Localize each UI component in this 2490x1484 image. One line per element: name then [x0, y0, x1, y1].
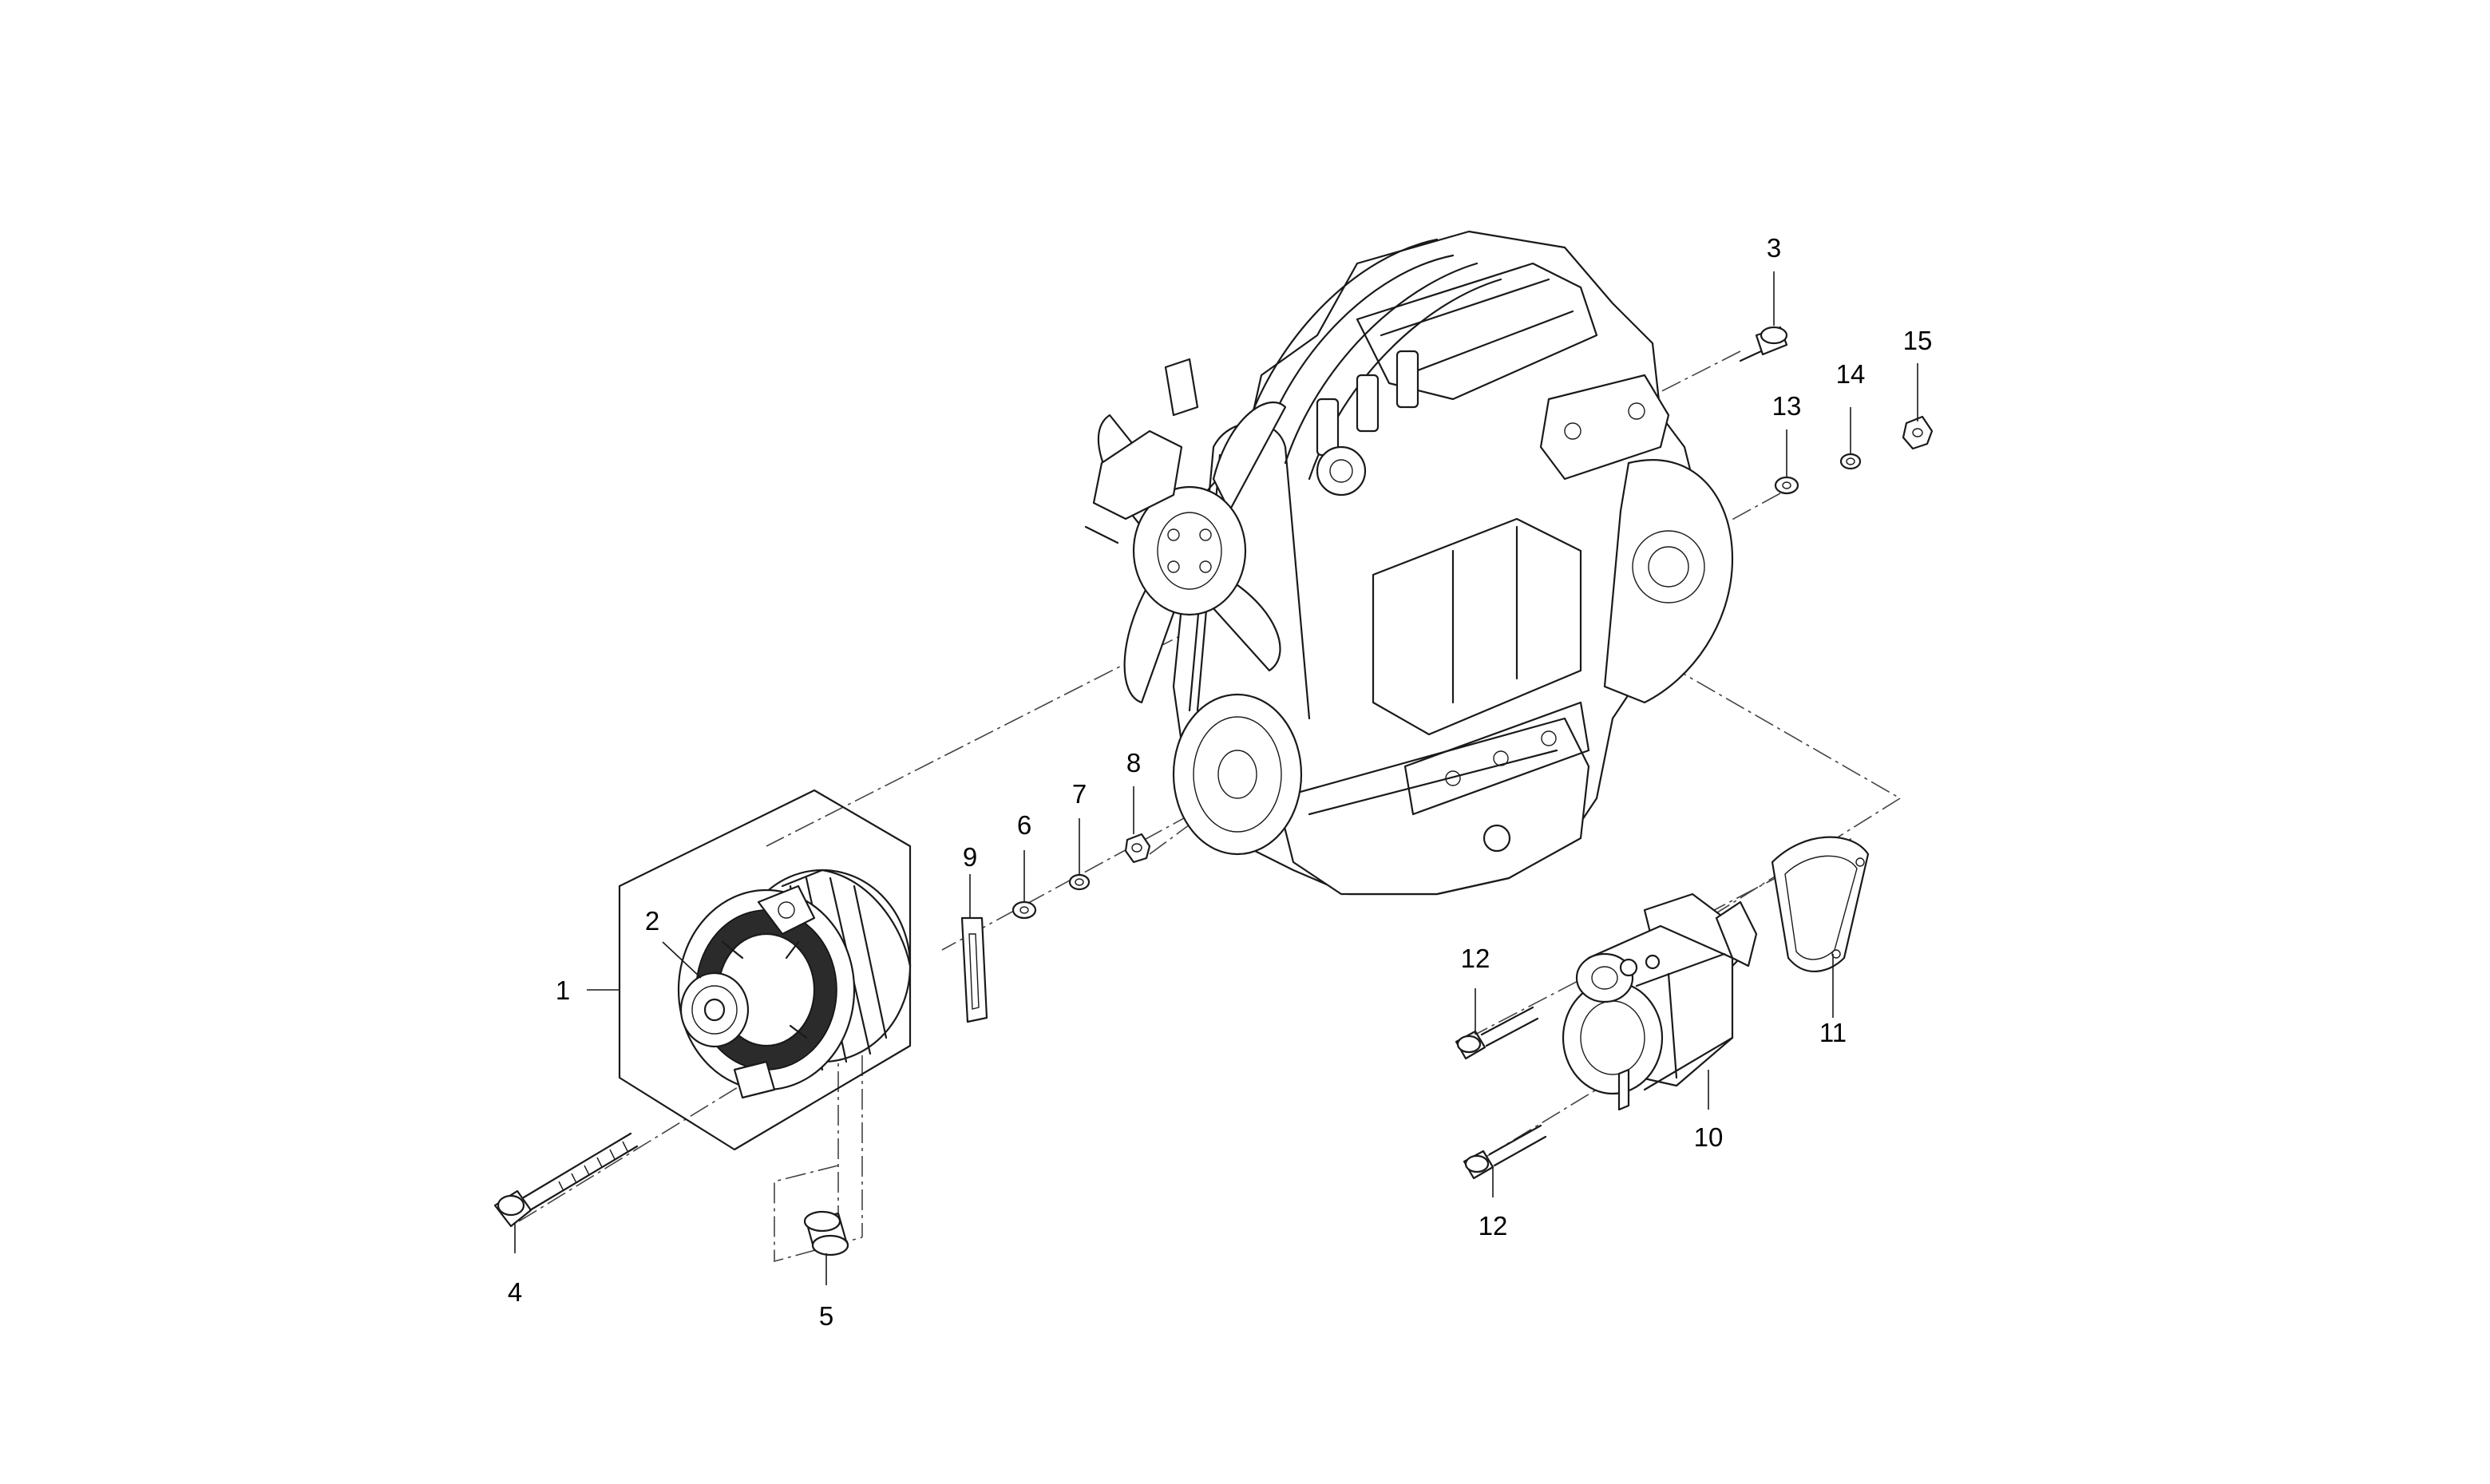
washer-part-6 [1011, 900, 1037, 920]
callout-8: 8 [1126, 748, 1141, 778]
pulley-part-2 [662, 941, 702, 979]
alternator-assembly [618, 789, 912, 1151]
callout-numbers: 1 2 3 4 5 6 7 8 9 10 11 12 12 13 14 15 [508, 233, 1933, 1331]
callout-5: 5 [819, 1301, 833, 1331]
adjusting-strap-part-9 [960, 916, 988, 1023]
callout-15: 15 [1903, 326, 1933, 355]
long-bolt-part-4 [493, 1132, 639, 1228]
lock-washer-part-7 [1068, 873, 1091, 891]
bolt-part-3 [1739, 326, 1788, 362]
washer-part-13 [1774, 476, 1799, 495]
gasket-part-11 [1771, 836, 1870, 972]
callout-13: 13 [1772, 391, 1802, 421]
callout-6: 6 [1017, 810, 1031, 840]
lock-washer-part-14 [1839, 453, 1862, 470]
callout-11: 11 [1819, 1018, 1847, 1047]
callout-4: 4 [508, 1277, 522, 1307]
callout-1: 1 [556, 975, 570, 1005]
callout-3: 3 [1767, 233, 1781, 263]
callout-7: 7 [1072, 779, 1087, 809]
callout-9: 9 [963, 842, 977, 872]
spacer-part-5 [803, 1210, 849, 1256]
callout-12-upper: 12 [1461, 944, 1490, 973]
callout-leaders [514, 271, 1918, 1285]
callout-12-lower: 12 [1479, 1211, 1508, 1241]
bolt-part-12-upper [1455, 1006, 1539, 1060]
callout-10: 10 [1694, 1122, 1724, 1152]
bolt-part-12-lower [1463, 1124, 1547, 1180]
callout-14: 14 [1836, 359, 1866, 389]
callout-2: 2 [645, 906, 659, 936]
starter-motor-part-10 [1562, 892, 1758, 1111]
nut-part-8 [1124, 833, 1151, 864]
engine-assembly [1084, 230, 1734, 896]
nut-part-15 [1902, 415, 1934, 450]
